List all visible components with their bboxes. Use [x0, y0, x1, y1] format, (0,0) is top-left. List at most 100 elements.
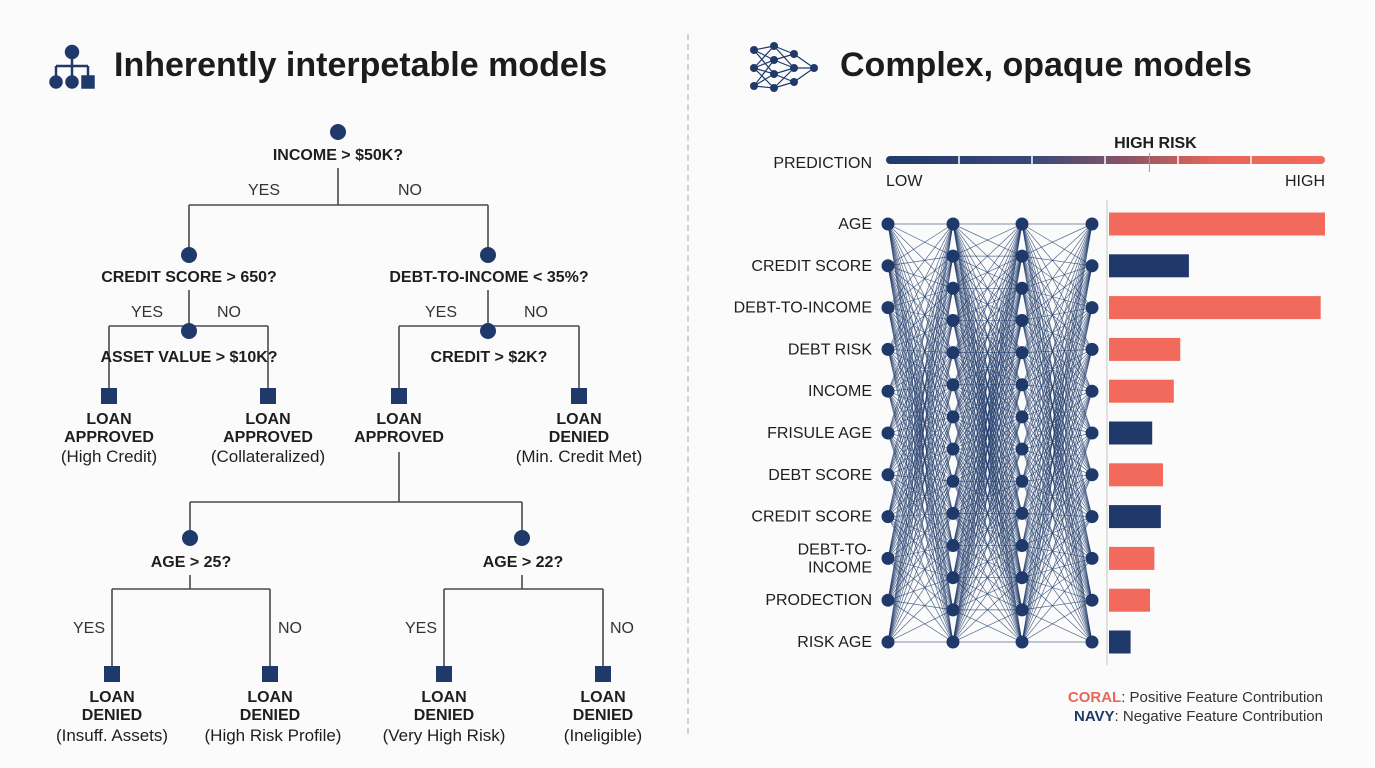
leaf-reason: (High Risk Profile) — [205, 726, 342, 745]
feature-label: DEBT-TO-INCOME — [798, 541, 872, 576]
leaf-label: LOAN — [247, 689, 292, 706]
network-edge — [887, 577, 954, 601]
left-panel-title: Inherently interpetable models — [114, 46, 608, 84]
network-node — [946, 410, 960, 424]
network-edge — [887, 448, 954, 643]
edge-label-no: NO — [398, 182, 422, 199]
edge-label-yes: YES — [405, 620, 437, 637]
feature-contribution-bars — [1109, 212, 1325, 654]
network-edge — [1021, 320, 1093, 392]
network-edge — [887, 265, 954, 610]
network-edge — [887, 265, 954, 578]
network-edge — [1021, 384, 1093, 434]
network-edge — [1021, 223, 1093, 353]
network-edge — [887, 223, 954, 601]
network-edge — [1021, 384, 1093, 559]
network-edge — [1021, 513, 1093, 517]
network-edge — [887, 391, 954, 578]
network-node — [1085, 426, 1099, 440]
network-edge — [887, 288, 954, 601]
network-edge — [1021, 545, 1093, 601]
network-edge — [887, 320, 954, 601]
network-edge — [887, 265, 954, 450]
network-edge — [1021, 307, 1093, 353]
network-edge — [1021, 288, 1093, 392]
network-edge — [887, 352, 954, 643]
network-node — [946, 635, 960, 649]
network-edge — [887, 352, 954, 559]
network-node — [881, 510, 895, 524]
network-edge — [887, 307, 954, 353]
network-edge — [887, 384, 954, 601]
leaf-label: DENIED — [414, 707, 474, 724]
prediction-marker-label: HIGH RISK — [1114, 135, 1197, 152]
network-edge — [887, 307, 954, 321]
network-edge — [1021, 448, 1093, 476]
network-edge — [1021, 307, 1093, 321]
feature-bar — [1109, 630, 1131, 654]
network-edge — [887, 223, 954, 643]
network-edge — [887, 307, 954, 385]
network-edge — [887, 256, 954, 643]
network-edge — [887, 223, 954, 450]
network-edge — [1021, 513, 1093, 559]
edge-label-yes: YES — [131, 304, 163, 321]
network-node — [946, 217, 960, 231]
network-edge — [887, 516, 954, 611]
network-connections — [887, 223, 1093, 643]
question-label: CREDIT SCORE > 650? — [101, 269, 277, 286]
network-edge — [1021, 288, 1093, 643]
network-edge — [1021, 432, 1093, 643]
network-edge — [952, 320, 1023, 643]
network-edge — [1021, 384, 1093, 517]
network-edge — [1021, 265, 1093, 546]
network-edge — [1021, 255, 1093, 392]
panel-divider — [687, 34, 689, 734]
network-node — [946, 571, 960, 585]
network-node — [946, 249, 960, 263]
network-edge — [1021, 255, 1093, 308]
feature-label: DEBT RISK — [788, 341, 873, 358]
network-edge — [887, 432, 954, 610]
network-edge — [1021, 223, 1093, 578]
tree-node-age22 — [514, 530, 530, 546]
network-edge — [1021, 265, 1093, 321]
network-edge — [887, 265, 954, 353]
network-edge — [1021, 474, 1093, 643]
network-edge — [887, 288, 954, 643]
network-edge — [887, 391, 954, 546]
leaf-marker — [262, 666, 278, 682]
feature-label: AGE — [838, 216, 872, 233]
network-edge — [1021, 352, 1093, 643]
network-edge — [887, 352, 954, 601]
network-edge — [952, 577, 1023, 643]
feature-label: DEBT-TO-INCOME — [734, 300, 872, 317]
network-node — [1015, 603, 1029, 617]
network-edge — [952, 223, 1023, 643]
network-edge — [952, 416, 1023, 643]
network-node — [1085, 301, 1099, 315]
network-node — [946, 603, 960, 617]
network-edge — [887, 390, 954, 450]
network-edge — [887, 513, 954, 517]
question-label: AGE > 25? — [151, 554, 231, 571]
decision-tree: INCOME > $50K? CREDIT SCORE > 650? DEBT-… — [56, 124, 642, 745]
network-node — [946, 346, 960, 360]
legend-coral-key: CORAL — [1067, 689, 1122, 706]
edge-label-yes: YES — [73, 620, 105, 637]
network-edge — [1021, 256, 1093, 601]
feature-label: CREDIT SCORE — [751, 509, 872, 526]
network-edge — [887, 384, 954, 643]
network-edge — [887, 481, 954, 559]
network-edge — [952, 513, 1023, 643]
leaf-label: DENIED — [240, 707, 300, 724]
network-node — [1085, 217, 1099, 231]
network-edge — [887, 265, 954, 385]
network-node — [1015, 539, 1029, 553]
network-edge — [1021, 481, 1093, 601]
network-edge — [1021, 349, 1093, 353]
feature-label: FRISULE AGE — [767, 425, 872, 442]
network-edge — [1021, 256, 1093, 559]
network-edge — [1021, 265, 1093, 578]
